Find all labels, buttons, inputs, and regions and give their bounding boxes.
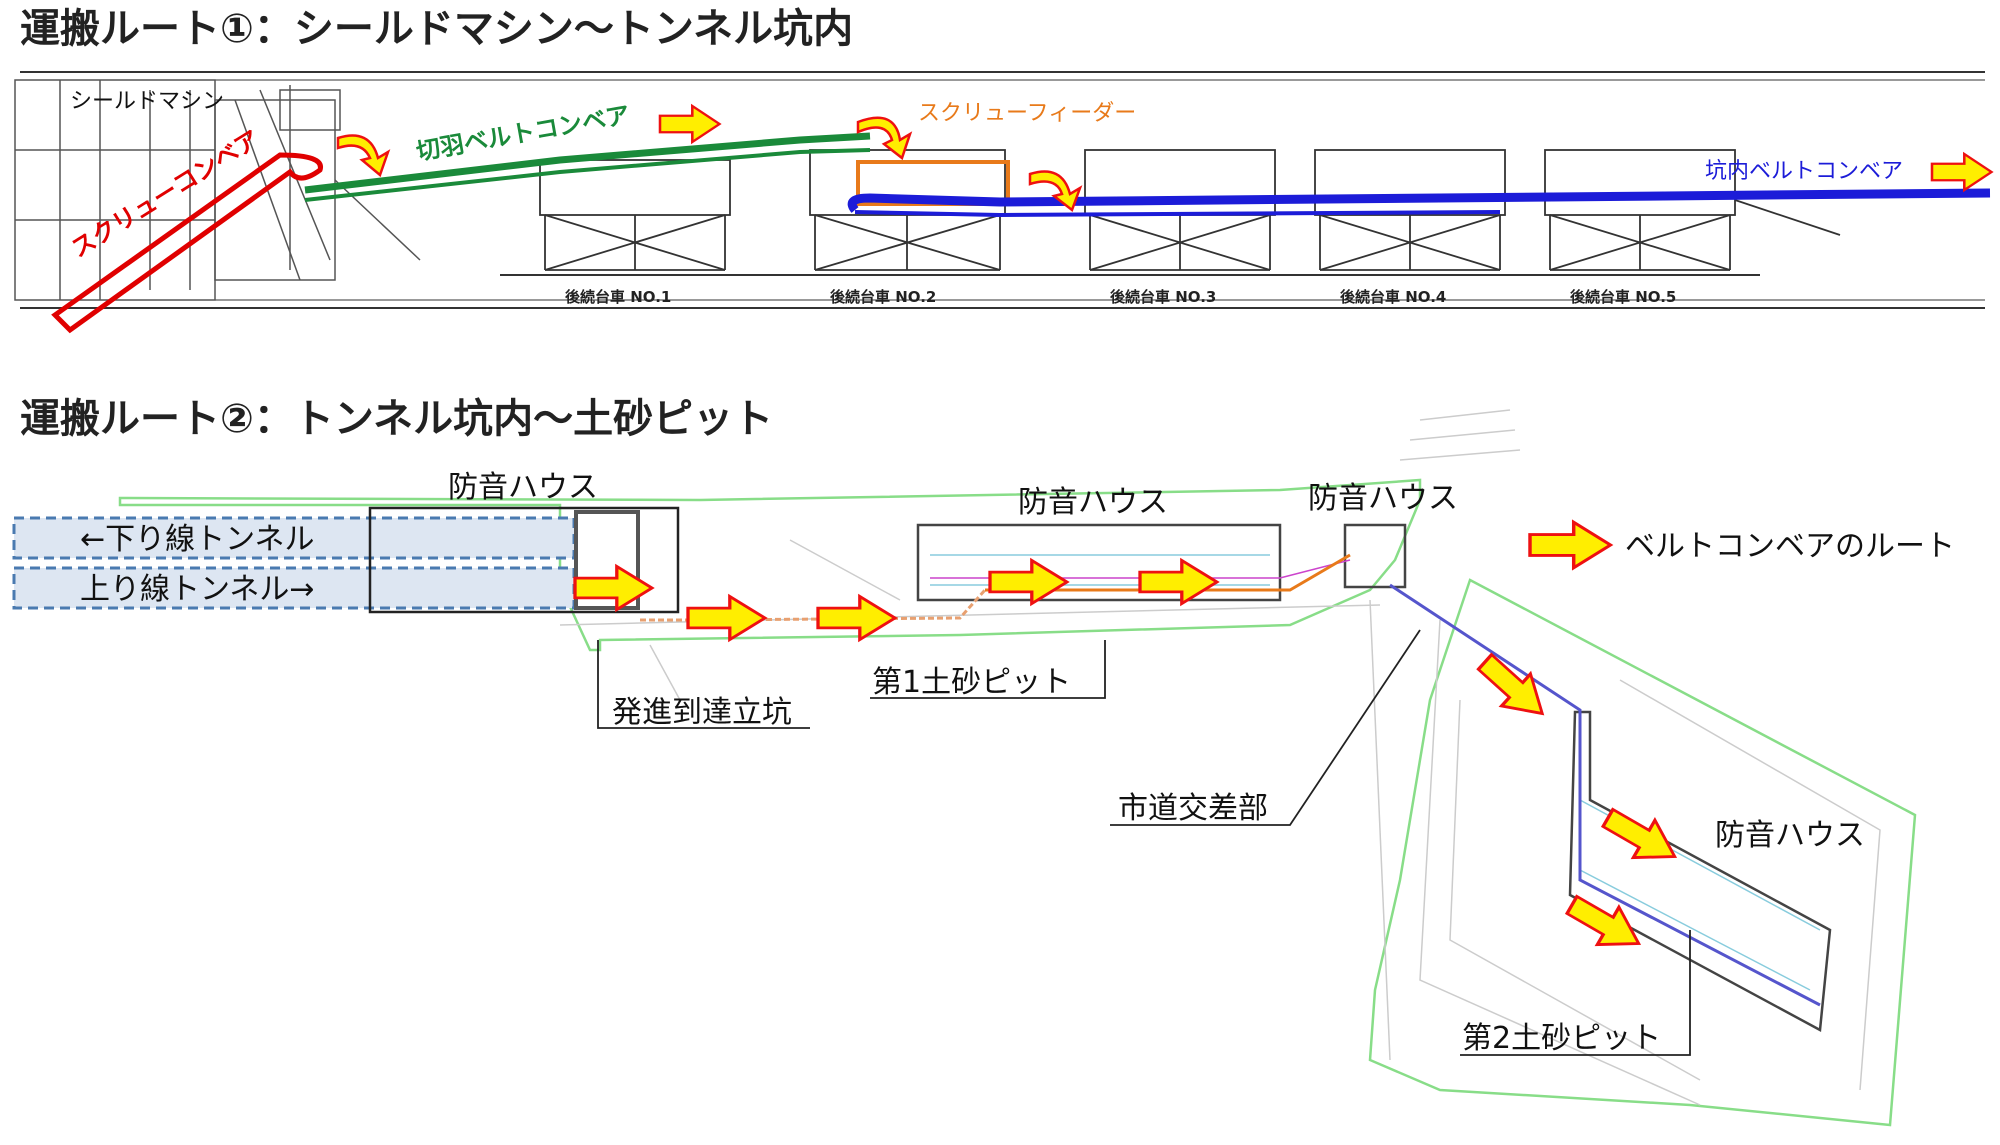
face-belt-conveyor-line: [304, 132, 871, 194]
flow-arrow: [573, 564, 654, 612]
cart-label-4: 後続台車 NO.4: [1339, 288, 1446, 306]
flow-arrow: [1559, 884, 1652, 964]
city-road-label: 市道交差部: [1118, 791, 1268, 826]
cart-label-1: 後続台車 NO.1: [564, 288, 671, 306]
pit1-label: 第1土砂ピット: [872, 665, 1071, 700]
flow-arrow: [988, 558, 1069, 606]
route1-title: 運搬ルート①：シールドマシン〜トンネル坑内: [20, 6, 853, 52]
tunnel-belt-conveyor-line: [847, 188, 1991, 213]
down-tunnel: [12, 516, 576, 560]
site-boundary: [118, 478, 1917, 1127]
pit-interior: [930, 554, 1821, 991]
launch-shaft-label: 発進到達立坑: [612, 695, 792, 730]
structures: [368, 506, 1832, 1032]
soundproof-house-1: [368, 506, 680, 614]
leader-lines: [597, 629, 1691, 1056]
tunnel-belt-conveyor-return: [854, 210, 1501, 218]
cart-label-5: 後続台車 NO.5: [1569, 288, 1676, 306]
up-tunnel-label: 上り線トンネル→: [80, 572, 315, 607]
legend-label: ベルトコンベアのルート: [1625, 529, 1955, 564]
flow-arrow: [1595, 797, 1688, 877]
cart-label-3: 後続台車 NO.3: [1109, 288, 1216, 306]
screw-feeder-label: スクリューフィーダー: [918, 101, 1136, 126]
down-tunnel-label: ←下り線トンネル: [80, 522, 315, 557]
route2-flow-arrows: [573, 520, 1688, 964]
soundproof-house-label-2: 防音ハウス: [1018, 485, 1168, 520]
pit2-structure: [1568, 710, 1832, 1032]
soundproof-house-label-3: 防音ハウス: [1308, 481, 1458, 516]
soundproof-house-2: [916, 523, 1282, 602]
face-belt-conveyor-line-lower: [304, 148, 871, 202]
legend-arrow: [1528, 520, 1613, 570]
transfer-curved-arrows: [336, 116, 1083, 213]
screw-conveyor-label: スクリューコンベア: [66, 125, 264, 263]
flow-arrow: [1930, 152, 1993, 192]
flow-arrow: [658, 104, 721, 144]
tunnels: [12, 516, 576, 610]
flow-arrow: [816, 594, 897, 642]
cart-label-2: 後続台車 NO.2: [829, 288, 936, 306]
tunnel-belt-conveyor-label: 坑内ベルトコンベア: [1705, 159, 1903, 184]
shield-machine-label: シールドマシン: [70, 89, 224, 114]
site-roads: [559, 409, 1881, 1106]
screw-conveyor-outline: [51, 152, 323, 334]
soundproof-house-label-1: 防音ハウス: [448, 470, 598, 505]
route2-title: 運搬ルート②：トンネル坑内〜土砂ピット: [20, 396, 773, 442]
soundproof-house-label-4: 防音ハウス: [1715, 818, 1865, 853]
flow-arrow: [686, 594, 767, 642]
pit2-label: 第2土砂ピット: [1462, 1021, 1661, 1056]
flow-arrow: [1138, 558, 1219, 606]
soundproof-house-3: [1343, 523, 1407, 589]
trailer-carts: [500, 149, 1841, 276]
